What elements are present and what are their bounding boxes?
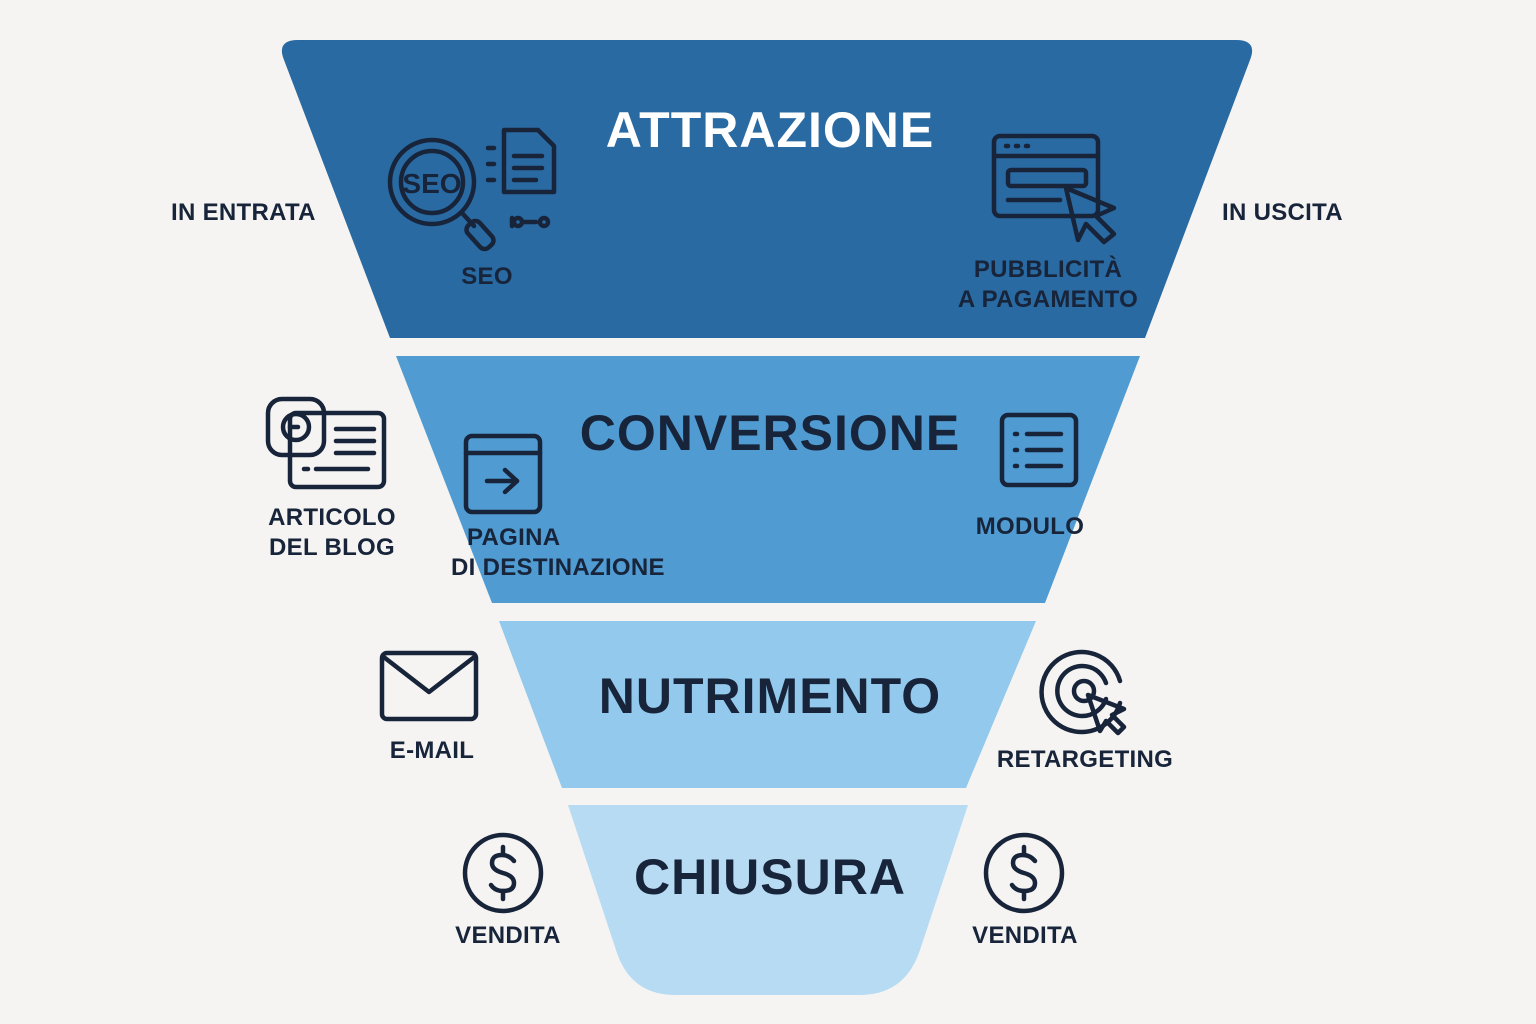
outbound-label: IN USCITA xyxy=(1222,199,1343,226)
stage-band-attrazione xyxy=(281,40,1253,338)
svg-text:SEO: SEO xyxy=(402,168,461,199)
form-list-icon xyxy=(999,412,1079,488)
seo-magnifier-icon: SEO xyxy=(386,122,566,257)
blog-article-label: ARTICOLO DEL BLOG xyxy=(268,504,396,561)
form-label: MODULO xyxy=(975,513,1085,540)
retargeting-label: RETARGETING xyxy=(996,746,1174,773)
dollar-circle-icon xyxy=(461,831,545,915)
browser-cursor-icon xyxy=(990,132,1130,245)
stage-title-chiusura: CHIUSURA xyxy=(634,849,906,905)
sale-left-label: VENDITA xyxy=(455,922,561,949)
email-label: E-MAIL xyxy=(389,737,475,764)
envelope-icon xyxy=(379,650,479,722)
sale-right-label: VENDITA xyxy=(972,922,1078,949)
stage-title-attrazione: ATTRAZIONE xyxy=(605,102,935,158)
dollar-circle-icon xyxy=(982,831,1066,915)
paid-ads-label: PUBBLICITÀ A PAGAMENTO xyxy=(957,256,1139,313)
stage-band-conversione xyxy=(396,356,1140,603)
stage-band-nutrimento xyxy=(499,621,1036,788)
target-cursor-icon xyxy=(1039,647,1135,739)
landing-page-arrow-icon xyxy=(463,433,543,515)
stage-band-chiusura xyxy=(568,805,968,995)
seo-label: SEO xyxy=(461,263,513,290)
landing-page-label: PAGINA DI DESTINAZIONE xyxy=(451,524,665,581)
inbound-label: IN ENTRATA xyxy=(171,199,316,226)
stage-title-nutrimento: NUTRIMENTO xyxy=(598,668,942,724)
blog-article-icon xyxy=(264,395,389,495)
stage-title-conversione: CONVERSIONE xyxy=(579,405,961,461)
